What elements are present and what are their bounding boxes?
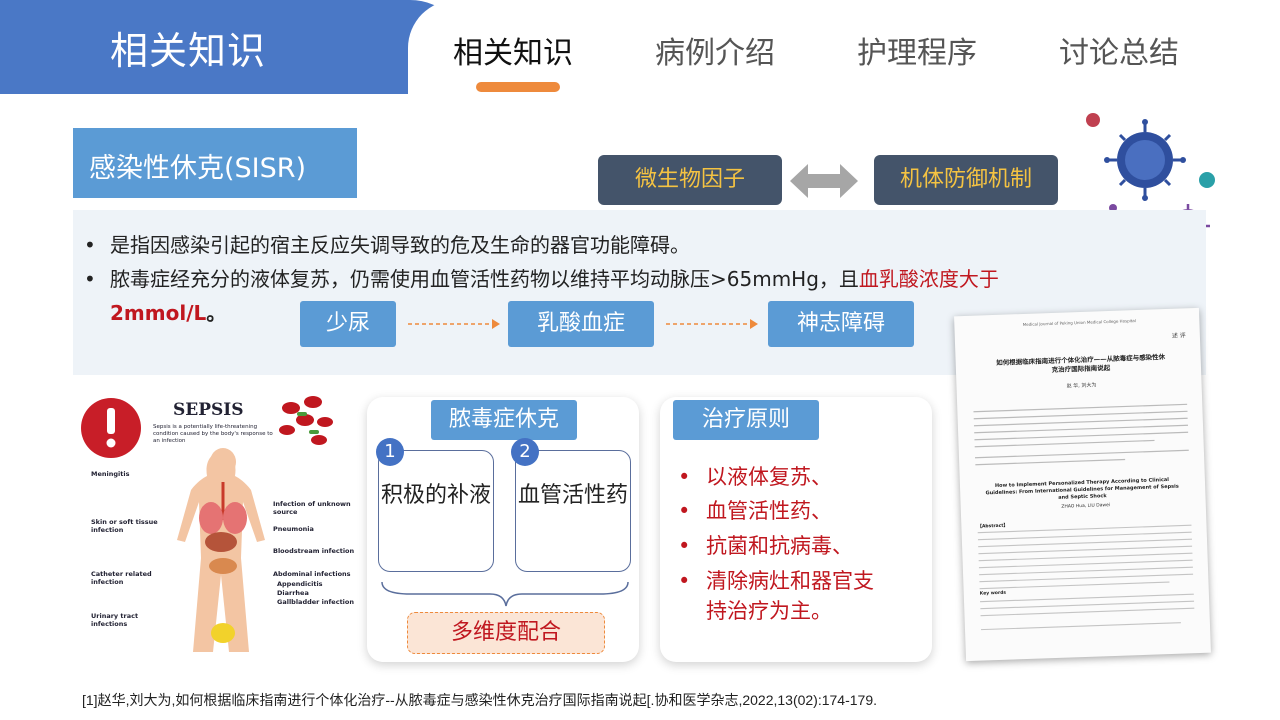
reference-paper-thumbnail: Medical Journal of Peking Union Medical … — [954, 307, 1211, 662]
tab-bar-background — [408, 0, 1280, 94]
sepsis-subtitle: Sepsis is a potentially life-threatening… — [153, 424, 273, 444]
label-catheter-infection: Catheter related infection — [91, 570, 152, 586]
paper-title-en: How to Implement Personalized Therapy Ac… — [985, 476, 1179, 501]
paper-authors-cn: 赵 华, 刘大为 — [1066, 382, 1097, 390]
bullet-2-end: 。 — [206, 301, 227, 325]
septic-shock-title: 脓毒症休克 — [431, 400, 577, 440]
label-bloodstream: Bloodstream infection — [273, 547, 355, 555]
treatment-principle-title: 治疗原则 — [673, 400, 819, 440]
label-appendicitis: Appendicitis — [277, 580, 323, 588]
definition-bullet-2-cont: 2mmol/L。 — [110, 296, 226, 330]
sepsis-infographic: SEPSIS Sepsis is a potentially life-thre… — [73, 390, 358, 660]
option-number-1: 1 — [376, 438, 404, 466]
option-number-2: 2 — [511, 438, 539, 466]
flow-lactic-acidosis: 乳酸血症 — [508, 301, 654, 347]
flow-altered-consciousness: 神志障碍 — [768, 301, 914, 347]
definition-bullet-1: •是指因感染引起的宿主反应失调导致的危及生命的器官功能障碍。 — [84, 233, 690, 257]
paper-abstract-lines — [977, 522, 1196, 639]
label-unknown-source: Infection of unknown source — [273, 500, 351, 516]
flow-arrow-icon — [666, 319, 758, 329]
label-gallbladder: Gallbladder infection — [277, 598, 355, 606]
treatment-item: •以液体复苏、 — [678, 465, 832, 489]
label-abdominal: Abdominal infections — [273, 570, 351, 578]
treatment-principle-card — [660, 397, 932, 662]
lactate-threshold: 2mmol/L — [110, 301, 207, 325]
bullet-2-text: 脓毒症经充分的液体复苏，仍需使用血管活性药物以维持平均动脉压>65mmHg，且 — [110, 267, 859, 291]
label-skin-infection: Skin or soft tissue infection — [91, 518, 158, 534]
flow-arrow-icon — [408, 319, 500, 329]
paper-abstract-text — [977, 524, 1195, 631]
tab-discussion-summary[interactable]: 讨论总结 — [1059, 36, 1179, 71]
label-meningitis: Meningitis — [91, 470, 130, 478]
multidimensional-cooperation: 多维度配合 — [407, 612, 605, 654]
paper-keywords-label: Key words — [979, 590, 1007, 597]
page-title: 相关知识 — [110, 29, 267, 73]
sepsis-infographic-image — [81, 396, 333, 652]
microbial-factor-label: 微生物因子 — [598, 155, 782, 205]
treatment-item: •清除病灶和器官支持治疗为主。 — [678, 569, 874, 623]
paper-journal: Medical Journal of Peking Union Medical … — [1022, 318, 1137, 327]
label-diarrhea: Diarrhea — [277, 589, 309, 597]
tab-related-knowledge[interactable]: 相关知识 — [453, 36, 573, 71]
label-pneumonia: Pneumonia — [273, 525, 314, 533]
header-banner — [0, 0, 470, 94]
brace-icon — [381, 581, 629, 607]
option-vasoactive-drugs: 血管活性药 — [515, 450, 631, 572]
label-urinary-infection: Urinary tract infections — [91, 612, 139, 628]
section-title: 感染性休克(SISR) — [73, 128, 357, 198]
tab-nursing-procedure[interactable]: 护理程序 — [857, 36, 977, 71]
bullet-2-highlight: 血乳酸浓度大于 — [858, 267, 999, 291]
bullet-1-text: 是指因感染引起的宿主反应失调导致的危及生命的器官功能障碍。 — [110, 233, 690, 257]
host-defense-label: 机体防御机制 — [874, 155, 1058, 205]
flow-oliguria: 少尿 — [300, 301, 396, 347]
definition-bullet-2: •脓毒症经充分的液体复苏，仍需使用血管活性药物以维持平均动脉压>65mmHg，且… — [84, 267, 999, 291]
paper-text-lines — [973, 403, 1189, 466]
tab-case-intro[interactable]: 病例介绍 — [655, 36, 775, 71]
option-fluid-resuscitation: 积极的补液 — [378, 450, 494, 572]
double-arrow-icon — [790, 164, 858, 198]
paper-title-cn: 如何根据临床指南进行个体化治疗——从脓毒症与感染性休克治疗国际指南说起 — [996, 353, 1166, 375]
paper-body-lines — [973, 400, 1189, 477]
treatment-item: •血管活性药、 — [678, 499, 832, 523]
reference-citation: [1]赵华,刘大为,如何根据临床指南进行个体化治疗--从脓毒症与感染性休克治疗国… — [82, 692, 877, 708]
paper-tag: 述 评 — [1171, 332, 1186, 340]
active-tab-indicator — [476, 82, 560, 92]
treatment-item: •抗菌和抗病毒、 — [678, 534, 853, 558]
sepsis-title: SEPSIS — [173, 400, 244, 420]
